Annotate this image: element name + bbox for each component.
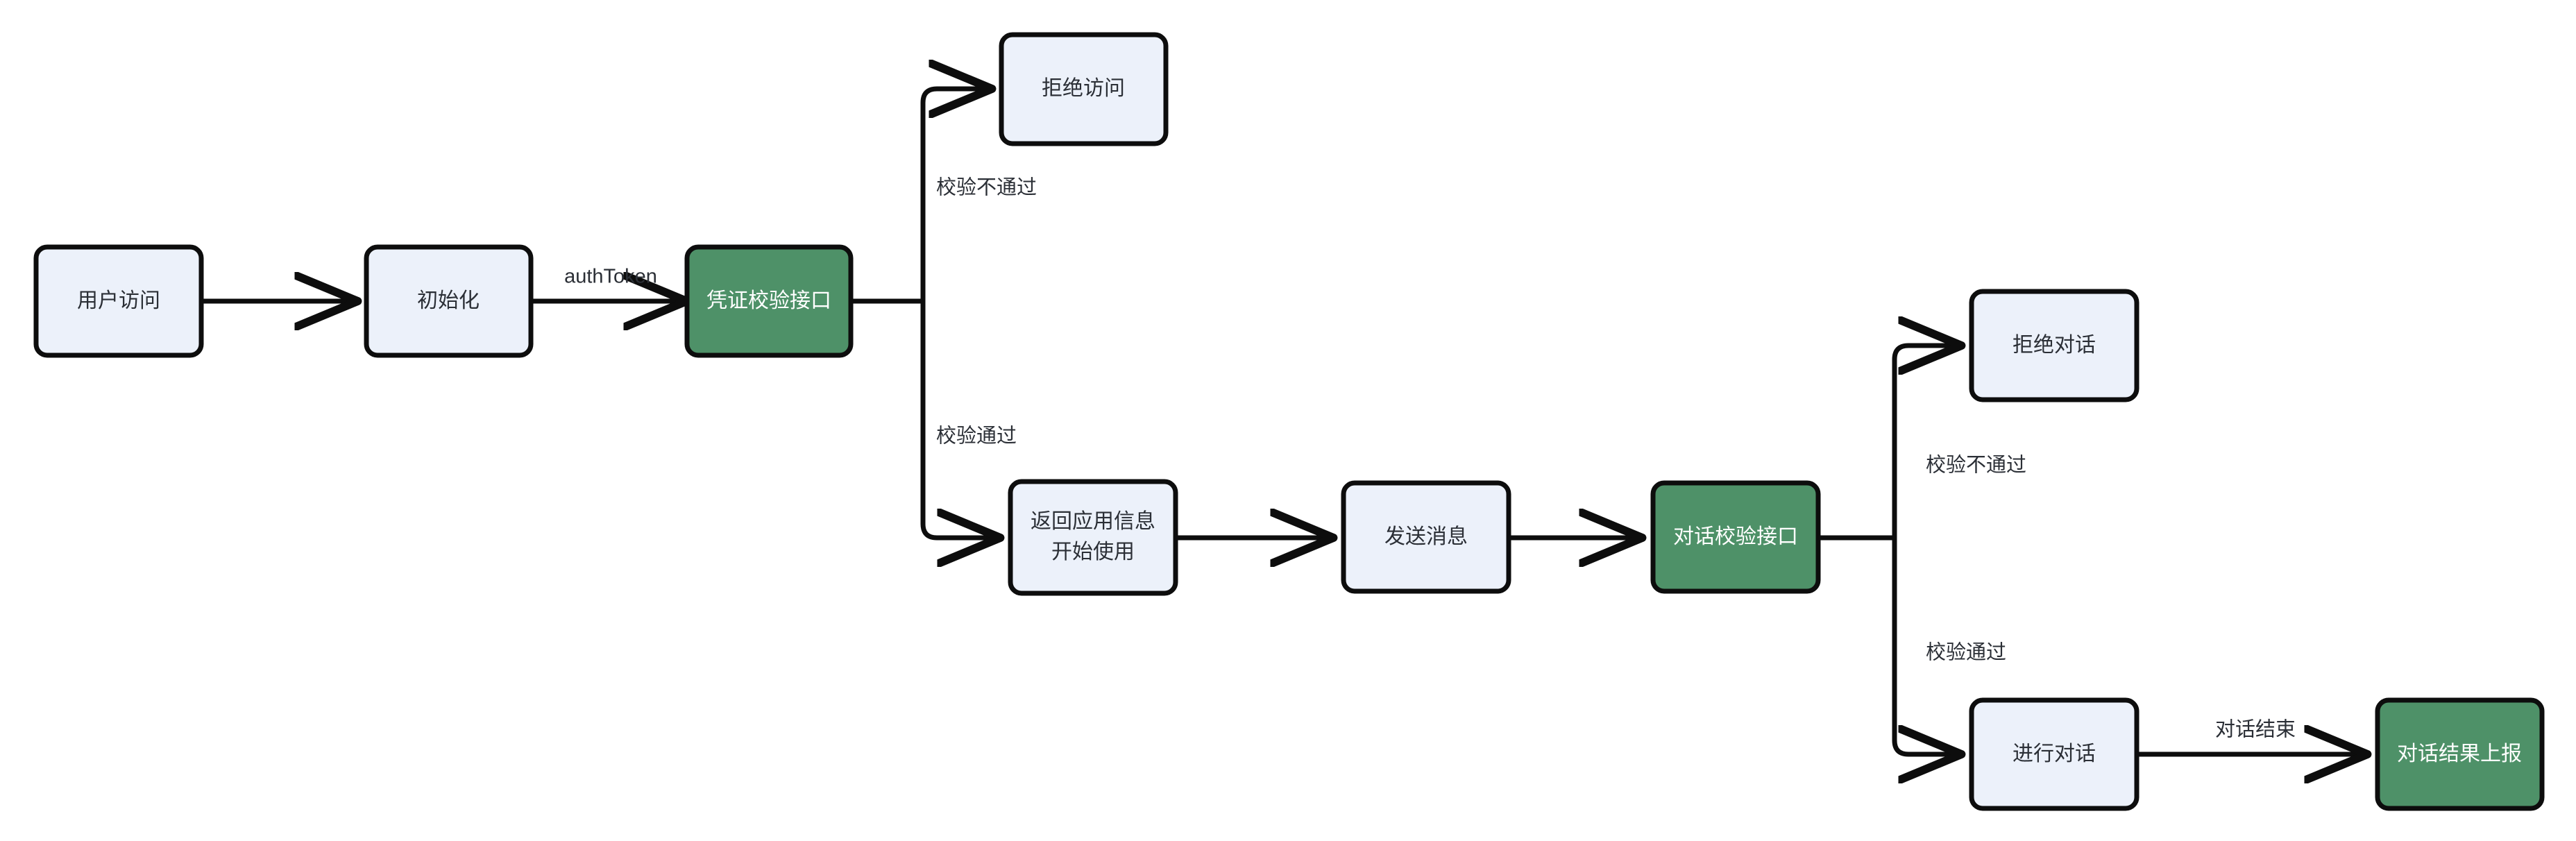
node-report-result-label: 对话结果上报 bbox=[2397, 742, 2522, 765]
edge-label-cred-fail: 校验不通过 bbox=[936, 176, 1037, 199]
node-deny-access-shape[interactable] bbox=[999, 32, 1169, 146]
node-deny-access[interactable]: 拒绝访问 bbox=[999, 32, 1169, 146]
node-send-message-label: 发送消息 bbox=[1384, 525, 1468, 548]
node-return-app-info-label-line1: 返回应用信息 bbox=[1031, 510, 1155, 533]
node-chat-verify-api-label: 对话校验接口 bbox=[1673, 525, 1798, 548]
node-init[interactable]: 初始化 bbox=[364, 244, 534, 358]
node-deny-chat-shape[interactable] bbox=[1969, 289, 2139, 402]
edge-cred-verify-to-return-app-info bbox=[920, 301, 998, 538]
node-do-chat-shape[interactable] bbox=[1969, 697, 2139, 811]
node-return-app-info-shape[interactable] bbox=[1008, 479, 1178, 596]
edge-chat-verify-to-deny-chat bbox=[1892, 346, 1959, 538]
node-do-chat[interactable]: 进行对话 bbox=[1969, 697, 2139, 811]
node-send-message-shape[interactable] bbox=[1341, 480, 1511, 594]
node-do-chat-label: 进行对话 bbox=[2012, 742, 2096, 765]
node-user-access-shape[interactable] bbox=[33, 244, 204, 358]
node-user-access[interactable]: 用户访问 bbox=[33, 244, 204, 358]
edge-label-chat-pass: 校验通过 bbox=[1926, 641, 2006, 664]
node-send-message[interactable]: 发送消息 bbox=[1341, 480, 1511, 594]
node-cred-verify-api[interactable]: 凭证校验接口 bbox=[684, 244, 854, 358]
node-chat-verify-api[interactable]: 对话校验接口 bbox=[1650, 480, 1821, 594]
node-return-app-info[interactable]: 返回应用信息 开始使用 bbox=[1008, 479, 1178, 596]
node-deny-chat[interactable]: 拒绝对话 bbox=[1969, 289, 2139, 402]
node-init-shape[interactable] bbox=[364, 244, 534, 358]
node-chat-verify-api-shape[interactable] bbox=[1650, 480, 1821, 594]
edge-chat-verify-to-do-chat bbox=[1892, 538, 1959, 754]
node-cred-verify-api-shape[interactable] bbox=[684, 244, 854, 358]
edge-cred-verify-to-deny-access bbox=[920, 89, 990, 301]
node-user-access-label: 用户访问 bbox=[77, 289, 160, 312]
edge-label-chat-fail: 校验不通过 bbox=[1926, 454, 2026, 477]
node-deny-chat-label: 拒绝对话 bbox=[2012, 334, 2096, 357]
edge-label-chat-end: 对话结束 bbox=[2215, 718, 2296, 741]
node-report-result-shape[interactable] bbox=[2375, 697, 2545, 811]
edge-label-cred-pass: 校验通过 bbox=[936, 425, 1017, 448]
node-init-label: 初始化 bbox=[417, 289, 480, 312]
node-cred-verify-api-label: 凭证校验接口 bbox=[706, 289, 831, 312]
node-report-result[interactable]: 对话结果上报 bbox=[2375, 697, 2545, 811]
edge-label-auth-token: authToken bbox=[564, 266, 657, 288]
node-deny-access-label: 拒绝访问 bbox=[1042, 77, 1125, 100]
node-return-app-info-label-line2: 开始使用 bbox=[1051, 541, 1135, 563]
